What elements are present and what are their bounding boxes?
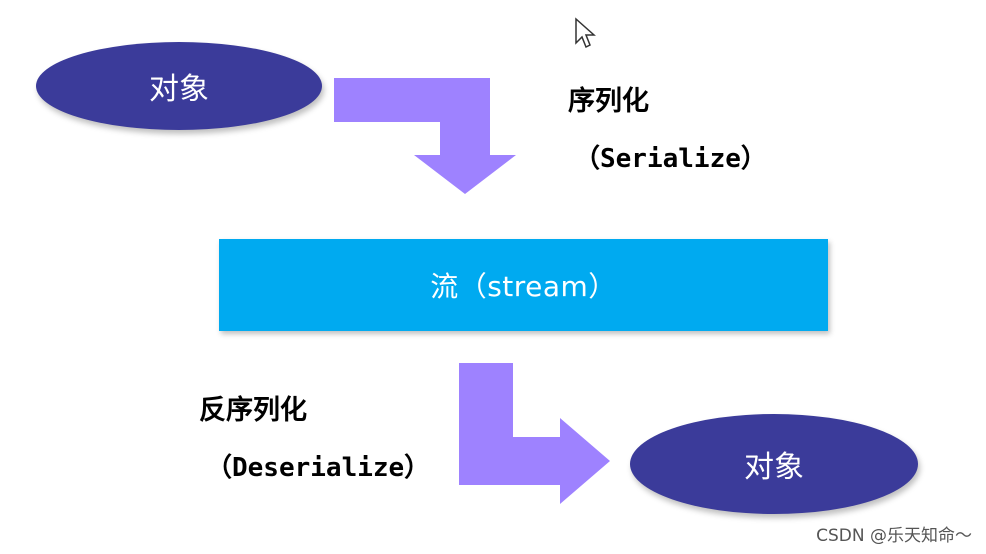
deserialize-title: 反序列化	[199, 395, 307, 426]
serialize-title: 序列化	[568, 86, 649, 117]
serialize-english: （Serialize）	[574, 144, 767, 174]
stream-box: 流（stream）	[219, 239, 828, 331]
object-ellipse-bottom: 对象	[630, 414, 918, 514]
serialize-arrow	[334, 78, 516, 194]
deserialize-arrow	[459, 363, 610, 504]
watermark: CSDN @乐天知命～	[816, 526, 972, 546]
mouse-pointer-icon	[575, 17, 596, 49]
object-label-top: 对象	[149, 72, 209, 107]
object-ellipse-top: 对象	[36, 42, 322, 130]
deserialize-english: （Deserialize）	[206, 453, 431, 483]
object-label-bottom: 对象	[744, 450, 804, 485]
stream-label: 流（stream）	[430, 270, 617, 303]
